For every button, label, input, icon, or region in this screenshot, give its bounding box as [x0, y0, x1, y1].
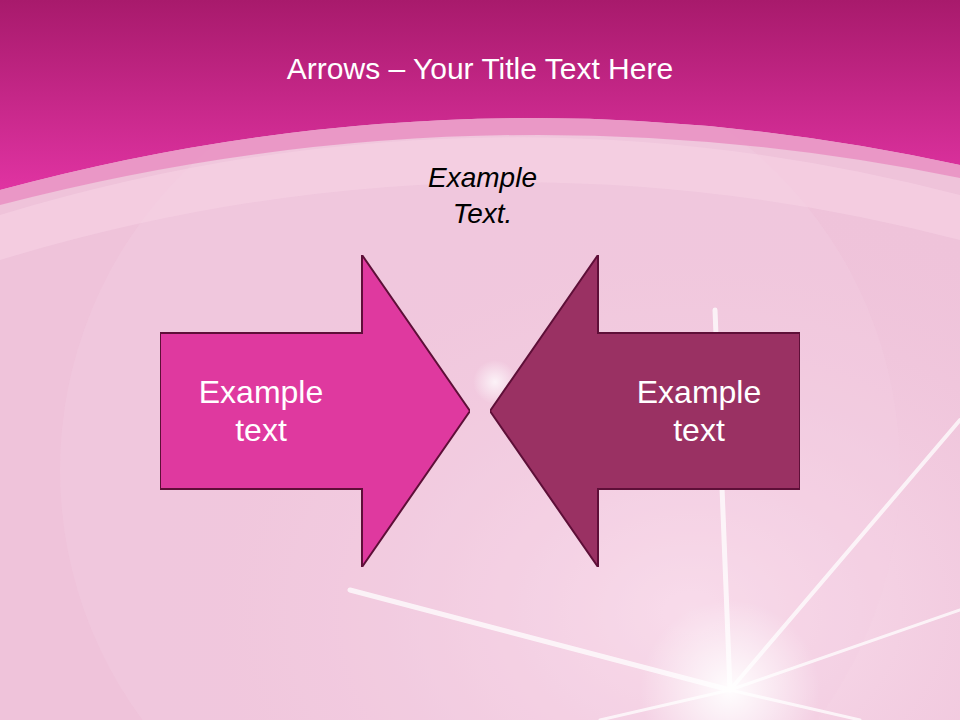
arrow-text-area: Example text [160, 333, 362, 489]
arrow-label: Example text [617, 373, 782, 450]
arrow-text-area: Example text [598, 333, 800, 489]
slide-title: Arrows – Your Title Text Here [0, 52, 960, 86]
arrow-shape: Example text [160, 255, 470, 567]
arrow-outline [490, 255, 800, 567]
arrow-fill [160, 255, 470, 567]
arrow-shape: Example text [490, 255, 800, 567]
note-text: Example Text. [400, 160, 565, 233]
arrow-fill [490, 255, 800, 567]
arrow-outline [160, 255, 470, 567]
arrow-label: Example text [179, 373, 344, 450]
